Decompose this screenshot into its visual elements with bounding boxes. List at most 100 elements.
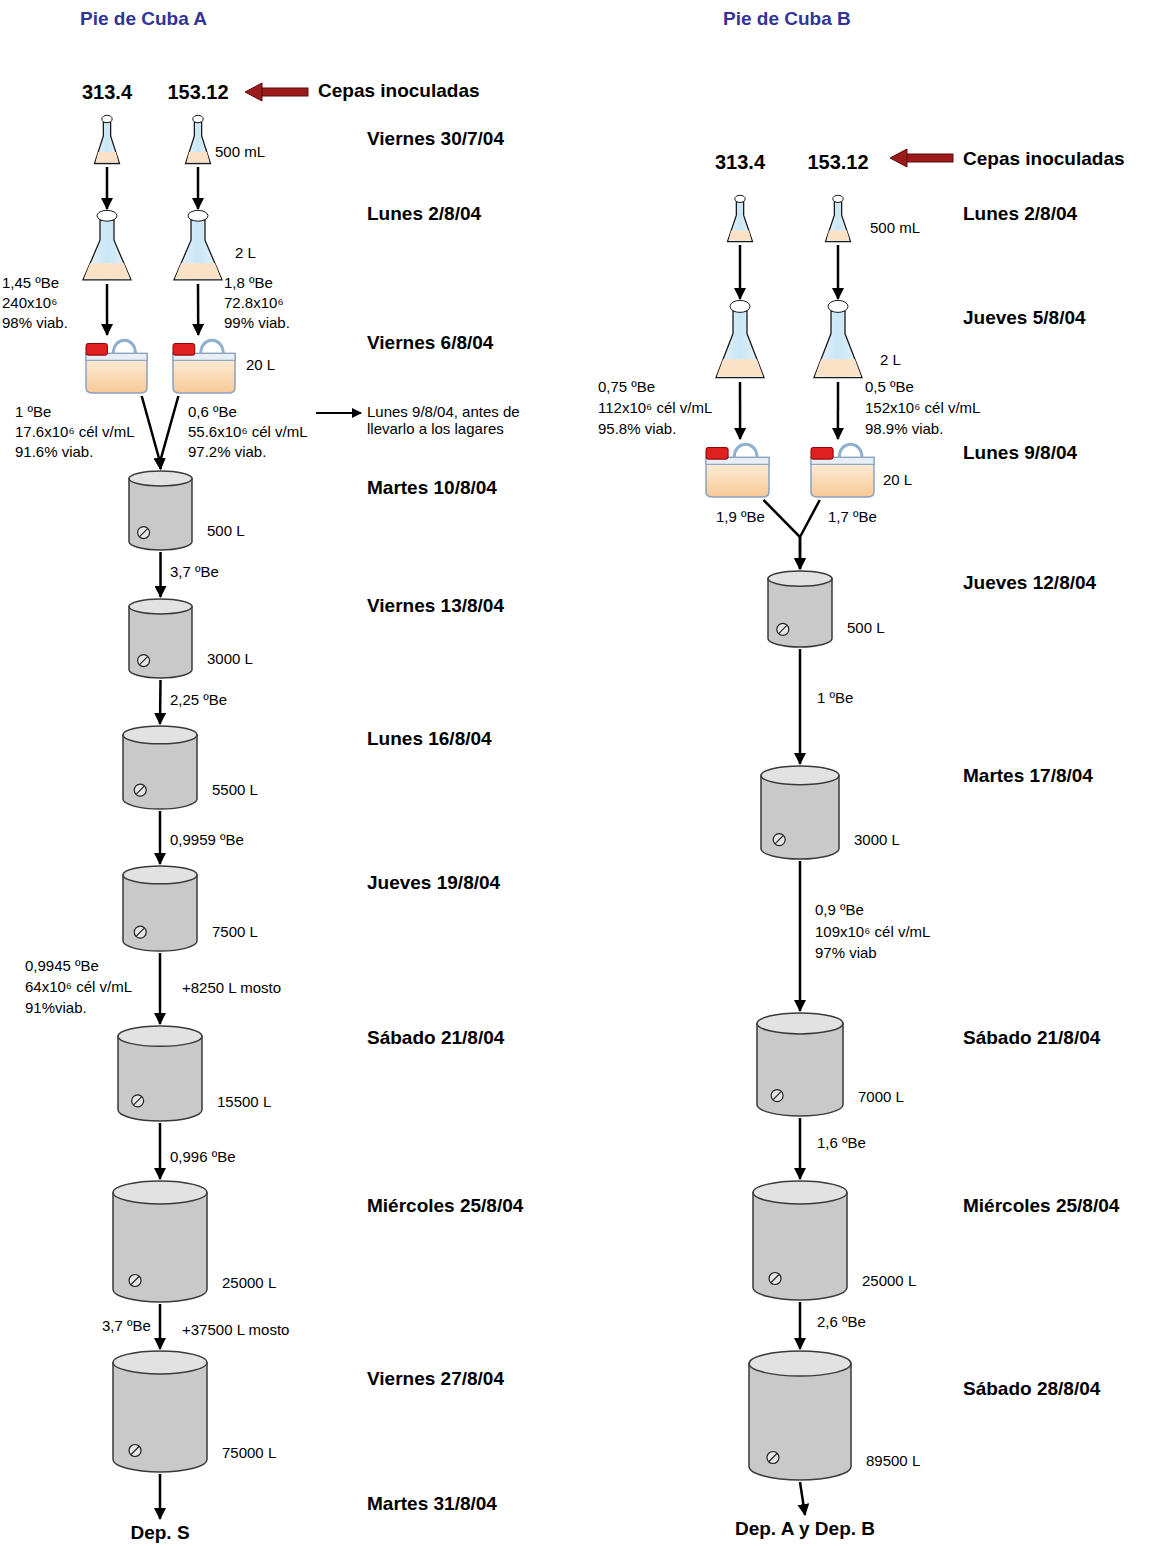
tank: 25000 L [112,1180,208,1302]
measurement-note: 1,45 ºBe [2,274,59,291]
arrow-connector [159,1304,162,1349]
arrow-connector [106,167,109,209]
measurement-note: +37500 L mosto [182,1321,289,1338]
flask: 313.4 [94,115,120,165]
tank-shape [122,865,198,951]
column-heading: Pie de Cuba A [80,8,207,30]
measurement-note: 0,9 ºBe [815,901,864,918]
measurement-note: 97% viab [815,944,877,961]
tank-shape [112,1180,208,1302]
destination-label: Dep. A y Dep. B [735,1518,875,1539]
arrow-connector [799,1302,802,1349]
volume-label: 15500 L [217,1093,271,1110]
fermenter-shape [85,336,148,394]
destination-label: Dep. S [130,1522,189,1543]
measurement-note: 152x10⁶ cél v/mL [865,399,980,416]
date-label: Martes 17/8/04 [963,765,1093,787]
tank-shape [122,725,198,809]
arrow-connector [837,382,840,439]
tank-shape [128,470,193,550]
arrow-connector [160,396,178,469]
arrow-connector [800,1482,805,1515]
date-label: Sábado 21/8/04 [367,1027,504,1049]
date-label: Lunes 2/8/04 [963,203,1077,225]
measurement-note: 91%viab. [25,999,87,1016]
flask-shape [715,300,765,380]
volume-label: 25000 L [222,1274,276,1291]
volume-label: 500 mL [870,219,920,236]
tank: 3000 L [128,598,193,678]
tank-shape [752,1180,848,1300]
flask-shape [727,195,753,243]
date-label: Sábado 21/8/04 [963,1027,1100,1049]
arrow-connector [159,1474,162,1519]
arrow-connector [739,382,742,439]
tank: 5500 L [122,725,198,809]
flask-shape [173,210,223,282]
arrow-connector [159,1123,162,1179]
date-label: Viernes 27/8/04 [367,1368,504,1390]
tank: 7500 L [122,865,198,951]
fermenter [85,336,148,394]
date-label: Jueves 12/8/04 [963,572,1096,594]
strain-caption: Cepas inoculadas [963,148,1125,170]
arrow-connector [800,500,820,569]
edge-label: 1 ºBe [815,689,855,706]
volume-label: 500 L [207,522,245,539]
tank-shape [112,1350,208,1472]
date-label: Jueves 5/8/04 [963,307,1086,329]
tank-shape [748,1350,852,1480]
tank-shape [756,1012,844,1116]
arrow-connector [799,649,802,764]
red-arrow [245,83,308,101]
measurement-note: 98% viab. [2,314,68,331]
strain-name: 153.12 [807,151,868,174]
arrow-connector [799,861,802,1011]
volume-label: 89500 L [866,1452,920,1469]
arrow-connector [837,245,840,299]
flask: 153.12500 mL [185,115,211,165]
edge-label: 2,25 ºBe [168,691,229,708]
tank: 75000 L [112,1350,208,1472]
edge-label: 2,6 ºBe [815,1313,868,1330]
tank-shape [760,765,840,859]
measurement-note: 240x10⁶ [2,294,57,311]
tank: 500 L [767,570,833,647]
arrow-connector [739,245,742,299]
volume-label: 20 L [246,356,275,373]
measurement-note: +8250 L mosto [182,979,281,996]
destination: Dep. A y Dep. B [735,1518,875,1540]
date-label: Viernes 6/8/04 [367,332,493,354]
leader-arrow [316,412,361,414]
fermenter-shape [172,336,236,394]
fermenter-shape [705,440,770,498]
edge-label: 0,9959 ºBe [168,831,246,848]
arrow-connector [197,284,200,335]
volume-label: 75000 L [222,1444,276,1461]
volume-label: 25000 L [862,1272,916,1289]
measurement-note: 95.8% viab. [598,420,676,437]
edge-label: 1,6 ºBe [815,1134,868,1151]
flask: 153.12500 mL [825,195,851,243]
fermenter: 20 L [172,336,236,394]
tank-shape [128,598,193,678]
date-label: Jueves 19/8/04 [367,872,500,894]
measurement-note: Lunes 9/8/04, antes de llevarlo a los la… [367,403,557,438]
flask-shape [82,210,132,282]
measurement-note: 0,5 ºBe [865,378,914,395]
measurement-note: 0,75 ºBe [598,378,655,395]
flask: 2 L [813,300,863,380]
volume-label: 500 L [847,619,885,636]
arrow-connector [142,396,161,469]
measurement-note: 17.6x10⁶ cél v/mL [15,423,135,440]
measurement-note: 109x10⁶ cél v/mL [815,923,930,940]
tank: 7000 L [756,1012,844,1116]
column-heading: Pie de Cuba B [723,8,851,30]
edge-label: 3,7 ºBe [100,1317,153,1334]
measurement-note: 112x10⁶ cél v/mL [598,399,712,416]
volume-label: 3000 L [854,831,900,848]
date-label: Viernes 30/7/04 [367,128,504,150]
date-label: Sábado 28/8/04 [963,1378,1100,1400]
volume-label: 2 L [880,351,901,368]
tank: 25000 L [752,1180,848,1300]
